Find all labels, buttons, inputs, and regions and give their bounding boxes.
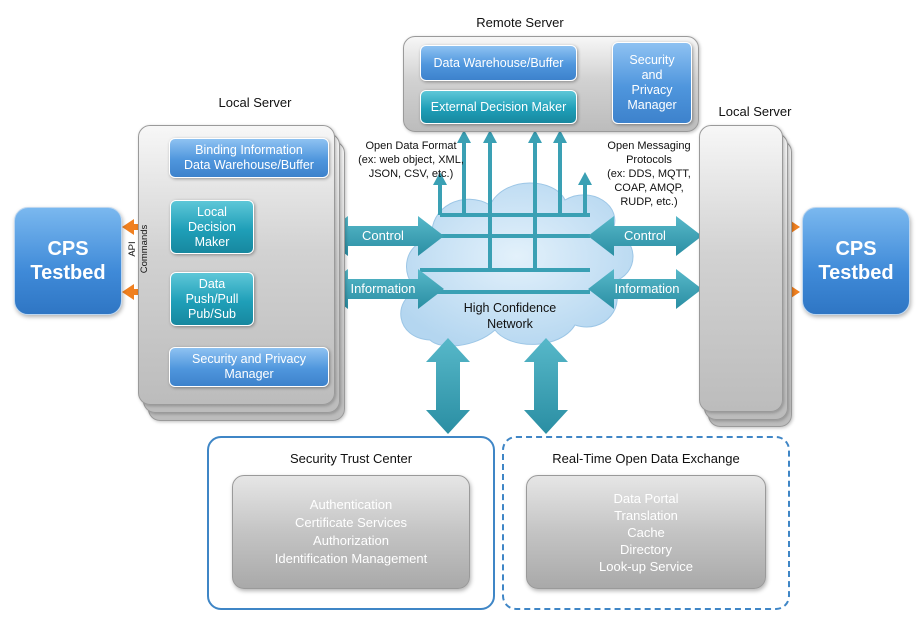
remote-links bbox=[420, 140, 590, 294]
api-line: API bbox=[127, 241, 138, 257]
local-security-line: Manager bbox=[224, 367, 274, 381]
trust-center-services: Authentication Certificate Services Auth… bbox=[232, 475, 470, 589]
local-server-right-box bbox=[699, 125, 783, 412]
control-arrow-left bbox=[322, 216, 444, 256]
network-label: High Confidence Network bbox=[450, 300, 570, 332]
open-messaging-note: Open Messaging Protocols (ex: DDS, MQTT,… bbox=[590, 139, 708, 209]
note-line: RUDP, etc.) bbox=[620, 196, 678, 208]
open-data-format-note: Open Data Format (ex: web object, XML, J… bbox=[345, 139, 477, 181]
exchange-item: Data Portal bbox=[613, 490, 679, 506]
control-label-left: Control bbox=[362, 228, 404, 243]
network-line: High Confidence bbox=[463, 301, 557, 315]
exchange-arrow bbox=[524, 338, 568, 434]
exchange-item: Cache bbox=[627, 524, 665, 540]
trust-center-item: Authorization bbox=[313, 533, 389, 548]
information-label-right: Information bbox=[614, 281, 680, 296]
external-decision-maker-box: External Decision Maker bbox=[420, 90, 577, 124]
trust-center-item: Certificate Services bbox=[295, 515, 407, 530]
open-data-exchange-title: Real-Time Open Data Exchange bbox=[552, 451, 740, 466]
note-line: Open Messaging bbox=[607, 140, 691, 152]
binding-warehouse-box: Binding Information Data Warehouse/Buffe… bbox=[169, 138, 329, 178]
cps-line: CPS bbox=[47, 238, 89, 260]
remote-security-line: Security bbox=[629, 53, 675, 67]
trust-center-arrow bbox=[426, 338, 470, 434]
remote-security-line: and bbox=[641, 68, 663, 82]
control-label-right: Control bbox=[624, 228, 666, 243]
exchange-item: Look-up Service bbox=[599, 558, 693, 574]
local-decision-maker-box: Local Decision Maker bbox=[170, 200, 254, 254]
exchange-item: Translation bbox=[614, 507, 678, 523]
remote-security-line: Manager bbox=[627, 98, 677, 112]
data-push-pull-box: Data Push/Pull Pub/Sub bbox=[170, 272, 254, 326]
local-security-line: Security and Privacy bbox=[192, 352, 306, 366]
cps-line: Testbed bbox=[30, 262, 106, 284]
information-arrow-left bbox=[322, 269, 444, 309]
information-label-left: Information bbox=[350, 281, 416, 296]
network-line: Network bbox=[487, 317, 533, 331]
remote-server-title: Remote Server bbox=[476, 15, 564, 30]
local-decision-line: Maker bbox=[194, 234, 230, 249]
cps-line: Testbed bbox=[818, 262, 894, 284]
push-pull-line: Data bbox=[198, 276, 226, 291]
cps-testbed-left: CPS Testbed bbox=[14, 207, 122, 315]
local-decision-line: Local bbox=[197, 204, 227, 219]
cps-testbed-right: CPS Testbed bbox=[802, 207, 910, 315]
exchange-services: Data Portal Translation Cache Directory … bbox=[526, 475, 766, 589]
binding-line: Data Warehouse/Buffer bbox=[184, 158, 314, 172]
api-line: Commands bbox=[139, 224, 150, 274]
local-decision-line: Decision bbox=[188, 219, 236, 234]
note-line: (ex: DDS, MQTT, bbox=[607, 168, 691, 180]
binding-line: Binding Information bbox=[195, 143, 303, 157]
note-line: Protocols bbox=[626, 154, 672, 166]
local-security-box: Security and Privacy Manager bbox=[169, 347, 329, 387]
note-line: (ex: web object, XML, bbox=[358, 154, 464, 166]
local-server-left-title: Local Server bbox=[218, 95, 292, 110]
note-line: Open Data Format bbox=[365, 140, 457, 152]
control-arrow-right bbox=[588, 216, 702, 256]
push-pull-line: Pub/Sub bbox=[188, 306, 236, 321]
cps-line: CPS bbox=[835, 238, 877, 260]
note-line: JSON, CSV, etc.) bbox=[368, 168, 454, 180]
information-arrow-right bbox=[588, 269, 702, 309]
push-pull-line: Push/Pull bbox=[185, 291, 239, 306]
external-decision-maker-label: External Decision Maker bbox=[430, 99, 567, 114]
remote-security-line: Privacy bbox=[631, 83, 673, 97]
trust-center-item: Identification Management bbox=[274, 551, 428, 566]
exchange-item: Directory bbox=[619, 541, 672, 557]
remote-warehouse-label: Data Warehouse/Buffer bbox=[433, 55, 564, 70]
note-line: COAP, AMQP, bbox=[614, 182, 684, 194]
trust-center-item: Authentication bbox=[309, 497, 393, 512]
remote-warehouse-box: Data Warehouse/Buffer bbox=[420, 45, 577, 81]
security-trust-center-title: Security Trust Center bbox=[289, 451, 413, 466]
api-commands-label: API Commands bbox=[127, 223, 155, 275]
local-server-right-title: Local Server bbox=[718, 104, 792, 119]
remote-security-box: Security and Privacy Manager bbox=[612, 42, 692, 124]
